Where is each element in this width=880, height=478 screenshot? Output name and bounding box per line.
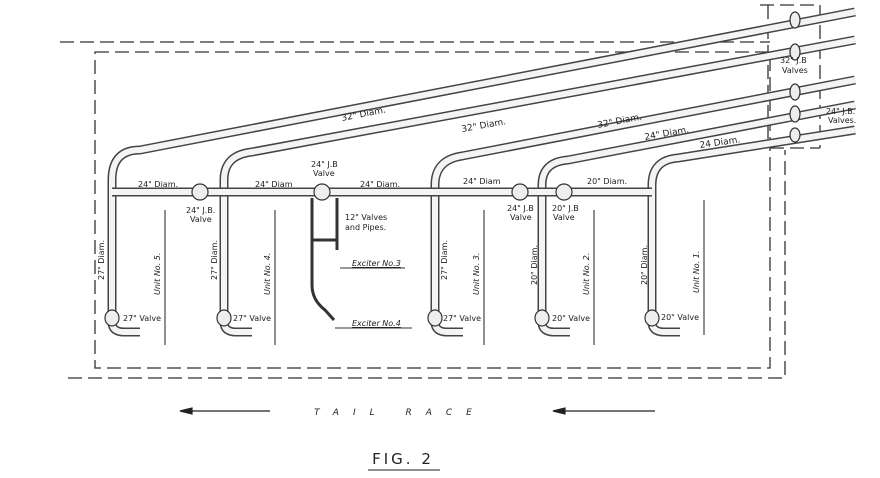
jb-valve-label: 20" J.B bbox=[552, 204, 579, 213]
penstocks bbox=[107, 7, 856, 337]
unit-5-valve: 27" Valve bbox=[123, 314, 161, 323]
jb-valves-24-label: 24" J.B. bbox=[826, 107, 855, 116]
jb-valve-label: 24" J.B bbox=[507, 204, 534, 213]
unit-3-valve: 27" Valve bbox=[443, 314, 481, 323]
jb-valve-label: Valve bbox=[553, 213, 575, 222]
header-seg-label: 24" Diam bbox=[463, 177, 501, 186]
unit-1-valve: 20" Valve bbox=[661, 313, 699, 322]
exciter-3-label: Exciter No.3 bbox=[352, 259, 401, 268]
jb-valves-32-label: 32" J.B bbox=[780, 56, 807, 65]
figure-caption: FIG. 2 bbox=[372, 450, 434, 468]
header-seg-label: 20" Diam. bbox=[587, 177, 627, 186]
unit-4-label: Unit No. 4. bbox=[263, 253, 272, 295]
exciter-4-label: Exciter No.4 bbox=[352, 319, 401, 328]
unit-5-diam: 27" Diam. bbox=[97, 240, 106, 280]
unit-3-label: Unit No. 3. bbox=[472, 253, 481, 295]
jb-valve-label: Valve bbox=[313, 169, 335, 178]
unit-2-valve: 20" Valve bbox=[552, 314, 590, 323]
header-seg-label: 24" Diam bbox=[255, 180, 293, 189]
unit-1-label: Unit No. 1. bbox=[692, 251, 701, 293]
jb-valve-label: Valve bbox=[190, 215, 212, 224]
unit-4-diam: 27" Diam. bbox=[210, 240, 219, 280]
unit-3-diam: 27" Diam. bbox=[440, 240, 449, 280]
unit-1-diam: 20" Diam. bbox=[640, 245, 649, 285]
tail-race-label: TAIL RACE bbox=[314, 408, 486, 418]
jb-valves-24-label-2: Valves. bbox=[828, 116, 856, 125]
unit-4-valve: 27" Valve bbox=[233, 314, 271, 323]
valves bbox=[104, 11, 801, 327]
small-valves-label: 12" Valves bbox=[345, 213, 387, 222]
jb-valve-label: 24" J.B bbox=[311, 160, 338, 169]
unit-2-diam: 20" Diam. bbox=[530, 245, 539, 285]
unit-centerlines bbox=[164, 200, 705, 345]
header-seg-label: 24" Diam. bbox=[360, 180, 400, 189]
jb-valve-label: Valve bbox=[510, 213, 532, 222]
jb-valves-32-label-2: Valves bbox=[782, 66, 808, 75]
small-valves-label: and Pipes. bbox=[345, 223, 386, 232]
jb-valve-label: 24" J.B. bbox=[186, 206, 215, 215]
exciter-piping bbox=[310, 198, 412, 329]
unit-2-label: Unit No. 2. bbox=[582, 253, 591, 295]
tail-race-arrows bbox=[179, 407, 655, 415]
header-seg-label: 24" Diam. bbox=[138, 180, 178, 189]
unit-5-label: Unit No. 5. bbox=[153, 253, 162, 295]
penstock-label: 32" Diam. bbox=[461, 117, 507, 135]
